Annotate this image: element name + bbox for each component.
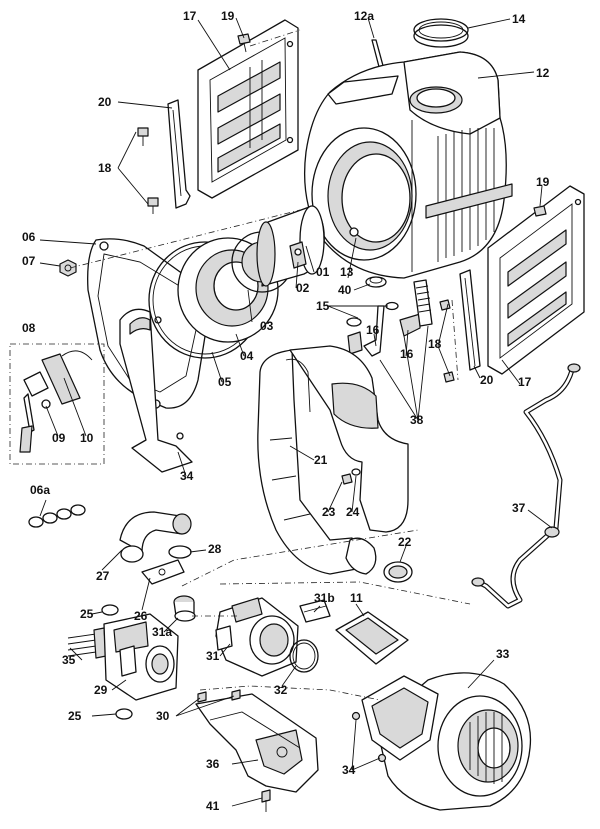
gas-tube-27 [119, 511, 192, 563]
electrode-set-08 [9, 343, 105, 465]
o-rings-06a [28, 504, 86, 528]
callout-18a: 18 [98, 161, 112, 175]
callout-03: 03 [260, 319, 274, 333]
callout-05: 05 [218, 375, 232, 389]
callout-04: 04 [240, 349, 254, 363]
bracket-26 [141, 559, 185, 585]
callout-33: 33 [496, 647, 510, 661]
nut-07 [59, 259, 77, 277]
callout-01: 01 [316, 265, 330, 279]
callout-25b: 25 [68, 709, 82, 723]
screws-34-lower [351, 711, 387, 763]
washer-25-lower [115, 708, 133, 720]
rail-20-right [459, 269, 481, 371]
duct-21 [257, 345, 409, 575]
heat-exchanger-12 [303, 51, 513, 279]
assembly-axes [69, 29, 471, 701]
screw-23-24 [341, 468, 361, 485]
callout-28: 28 [208, 542, 222, 556]
callout-26: 26 [134, 609, 148, 623]
callout-31a: 31a [152, 625, 172, 639]
bracket-17-right [487, 185, 585, 375]
callout-16b: 16 [400, 347, 414, 361]
callout-31b: 31b [314, 591, 335, 605]
screw-41 [261, 789, 271, 812]
callout-13: 13 [340, 265, 354, 279]
callout-34b: 34 [342, 763, 356, 777]
callout-37: 37 [512, 501, 526, 515]
gas-pipe-37 [471, 363, 581, 609]
callout-labels: 17 19 12a 14 12 20 18 19 06 07 01 13 02 … [22, 9, 550, 813]
callout-20a: 20 [98, 95, 112, 109]
callout-19b: 19 [536, 175, 550, 189]
callout-09: 09 [52, 431, 66, 445]
callout-41: 41 [206, 799, 220, 813]
ring-14 [413, 18, 469, 48]
callout-06: 06 [22, 230, 36, 244]
callout-19a: 19 [221, 9, 235, 23]
bracket-17-upper [197, 19, 299, 199]
callout-06a: 06a [30, 483, 50, 497]
filter-11 [335, 611, 409, 665]
callout-34a: 34 [180, 469, 194, 483]
screw-19-right [533, 205, 547, 217]
callout-07: 07 [22, 254, 36, 268]
callout-11: 11 [350, 591, 363, 605]
screw-19-upper [237, 33, 251, 53]
callout-30: 30 [156, 709, 170, 723]
callout-14: 14 [512, 12, 526, 26]
bracket-36 [195, 693, 319, 793]
rail-20-upper [167, 99, 191, 209]
mixer-31 [215, 597, 299, 677]
callout-08: 08 [22, 321, 36, 335]
callout-18b: 18 [428, 337, 442, 351]
fan-33 [361, 672, 532, 811]
callout-40: 40 [338, 283, 352, 297]
callout-31: 31 [206, 649, 220, 663]
callout-27: 27 [96, 569, 110, 583]
callout-23: 23 [322, 505, 336, 519]
callout-24: 24 [346, 505, 360, 519]
callout-29: 29 [94, 683, 108, 697]
callout-38: 38 [410, 413, 424, 427]
leader-lines [39, 17, 553, 807]
fitting-31a [173, 595, 196, 622]
callout-36: 36 [206, 757, 220, 771]
callout-10: 10 [80, 431, 94, 445]
callout-25a: 25 [80, 607, 94, 621]
gasket-32 [289, 639, 319, 673]
callout-12a: 12a [354, 9, 374, 23]
screw-18-upper [137, 127, 159, 214]
callout-35: 35 [62, 653, 76, 667]
clip-40 [365, 276, 387, 288]
callout-16a: 16 [366, 323, 380, 337]
callout-22: 22 [398, 535, 412, 549]
gas-valve-29 [103, 613, 179, 701]
callout-02: 02 [296, 281, 310, 295]
callout-17a: 17 [183, 9, 197, 23]
gasket-22 [383, 561, 413, 583]
callout-15: 15 [316, 299, 330, 313]
callout-17b: 17 [518, 375, 532, 389]
electrode-02 [289, 241, 307, 269]
insulation-strip [413, 279, 433, 327]
seal-28 [168, 545, 192, 559]
callout-21: 21 [314, 453, 328, 467]
callout-12: 12 [536, 66, 550, 80]
washer-25-upper [101, 604, 119, 616]
callout-32: 32 [274, 683, 288, 697]
callout-20b: 20 [480, 373, 494, 387]
